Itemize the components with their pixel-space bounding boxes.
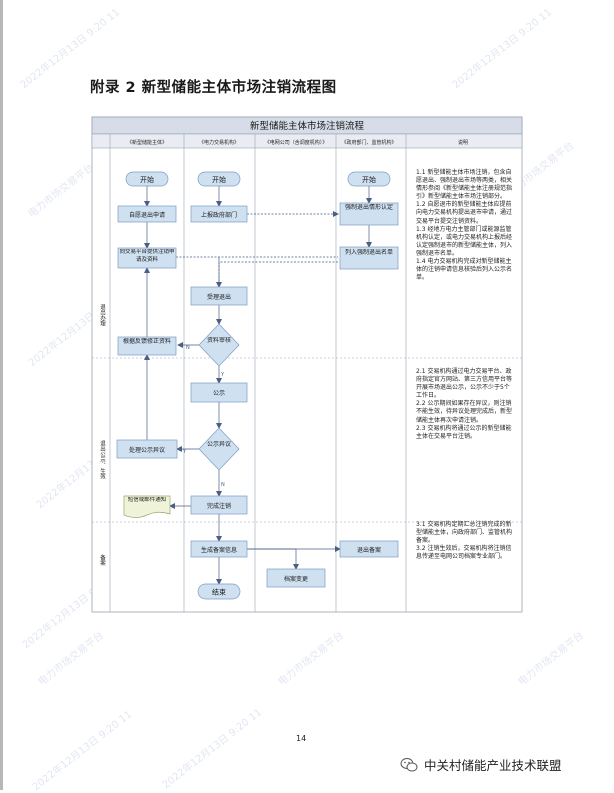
phase-label-record: 备案 xyxy=(99,553,106,567)
review-decision xyxy=(198,323,240,367)
note-item: 3.2 注销生效后，交易机构将注销信息传递至电网公司档案专业部门。 xyxy=(416,545,512,561)
accept-exit-label: 受理退出 xyxy=(207,293,231,301)
publicity-box xyxy=(190,382,248,403)
note-item: 2.2 公示期间如果存在异议，则注销不能生效，待异议处理完成后，新型储能主体再次… xyxy=(416,400,513,424)
lane-header-entity: 《新型储能主体》 xyxy=(127,139,167,146)
notes-block: 3.1 交易机构定期汇总注销完成的新型储能主体，向政府部门、监管机构备案。 3.… xyxy=(416,521,512,561)
notice-label: 短信或邮件通知 xyxy=(127,497,167,503)
publicity-label: 公示 xyxy=(213,390,225,397)
page-number: 14 xyxy=(296,734,307,743)
gen-record-label: 生成备案信息 xyxy=(201,546,237,554)
forced-list-label: 列入强制退出名单 xyxy=(344,249,393,256)
page-edge xyxy=(0,0,3,790)
start-terminal-gov xyxy=(347,171,391,187)
notes-block: 1.1 新型储能主体市场注销，包含自愿退出、强制退出市场等两类，相关情形参阅《新… xyxy=(416,169,512,282)
end-terminal xyxy=(197,583,241,600)
archive-change-label: 档案变更 xyxy=(284,575,308,583)
forced-list-box xyxy=(339,246,399,270)
edge-label-review-no: N xyxy=(186,345,190,351)
forced-exit-box xyxy=(339,202,399,226)
report-gov-label: 上报政府部门 xyxy=(201,211,237,219)
feedback-fix-label: 根据反馈修正资料 xyxy=(122,338,171,345)
note-item: 2.3 交易机构将通过公示的新型储能主体在交易平台注销。 xyxy=(416,424,512,440)
exit-record-label: 退出备案 xyxy=(357,546,381,554)
report-gov-box xyxy=(190,205,248,223)
note-item: 3.1 交易机构定期汇总注销完成的新型储能主体，向政府部门、监管机构备案。 xyxy=(416,521,513,545)
voluntary-exit-box xyxy=(117,205,177,223)
appendix-heading: 附录 2 新型储能主体市场注销流程图 xyxy=(90,80,337,96)
start-terminal-entity xyxy=(125,171,169,187)
voluntary-exit-label: 自愿退出申请 xyxy=(129,211,165,219)
review-label: 资料审核 xyxy=(206,337,231,344)
edge-label-review-yes: Y xyxy=(220,372,225,378)
edge-label-objection-yes: Y xyxy=(182,449,187,455)
handle-objection-box xyxy=(116,439,178,459)
note-item: 1.2 自愿退市的新型储能主体应提前向电力交易机构提出退市申请，通过交易平台提交… xyxy=(416,201,513,225)
note-item: 1.4 电力交易机构完成对新型储能主体的注销申请信息核验后列入公示名单。 xyxy=(416,258,513,282)
complete-label: 完成注销 xyxy=(207,502,231,510)
wechat-icon xyxy=(400,757,418,771)
start-terminal-exchange xyxy=(197,171,241,187)
edge-label-objection-no: N xyxy=(221,482,225,488)
start-label: 开始 xyxy=(362,175,376,184)
apply-platform-label: 向交易平台提供注销申请及资料 xyxy=(119,249,175,263)
feedback-fix-box xyxy=(117,336,177,356)
header-band xyxy=(91,133,523,149)
forced-exit-label: 强制退出情形认定 xyxy=(344,204,393,211)
end-label: 结束 xyxy=(212,588,226,597)
archive-change-box xyxy=(266,568,326,588)
flowchart-title: 新型储能主体市场注销流程 xyxy=(250,120,365,132)
lane-header-grid: 《电网公司（含调度机构）》 xyxy=(265,139,328,146)
handle-objection-label: 处理公示异议 xyxy=(129,446,165,454)
lane-header-gov: 《政府部门、监管机构》 xyxy=(341,139,396,146)
notice-document xyxy=(123,495,171,518)
objection-label: 公示异议 xyxy=(206,441,231,448)
lane-header-notes: 说明 xyxy=(458,139,468,146)
flowchart-frame xyxy=(91,116,523,613)
notes-block: 2.1 交易机构通过电力交易平台、政府指定官方网站、第三方信用平台等开展市场退出… xyxy=(416,368,512,441)
lane-header-exchange: 《电力交易机构》 xyxy=(199,139,239,146)
exit-record-box xyxy=(339,540,399,558)
note-item: 2.1 交易机构通过电力交易平台、政府指定官方网站、第三方信用平台等开展市场退出… xyxy=(416,368,513,400)
start-label: 开始 xyxy=(212,175,226,184)
brand-mark: 中关村储能产业技术联盟 xyxy=(400,755,562,774)
phase-label-publicity: 退出公示、生效 xyxy=(99,440,106,481)
phase-label-exit: 退出办理 xyxy=(99,303,106,327)
complete-box xyxy=(190,495,248,515)
start-label: 开始 xyxy=(140,175,154,184)
note-item: 1.3 经地方电力主管部门或能源监管机构认定，或电力交易机构上报后经认定强制退市… xyxy=(416,225,513,257)
brand-name: 中关村储能产业技术联盟 xyxy=(424,758,562,773)
apply-platform-box xyxy=(117,247,177,269)
gen-record-box xyxy=(190,540,248,558)
objection-decision xyxy=(198,427,240,471)
note-item: 1.1 新型储能主体市场注销，包含自愿退出、强制退出市场等两类，相关情形参阅《新… xyxy=(416,169,513,201)
accept-exit-box xyxy=(190,286,248,306)
